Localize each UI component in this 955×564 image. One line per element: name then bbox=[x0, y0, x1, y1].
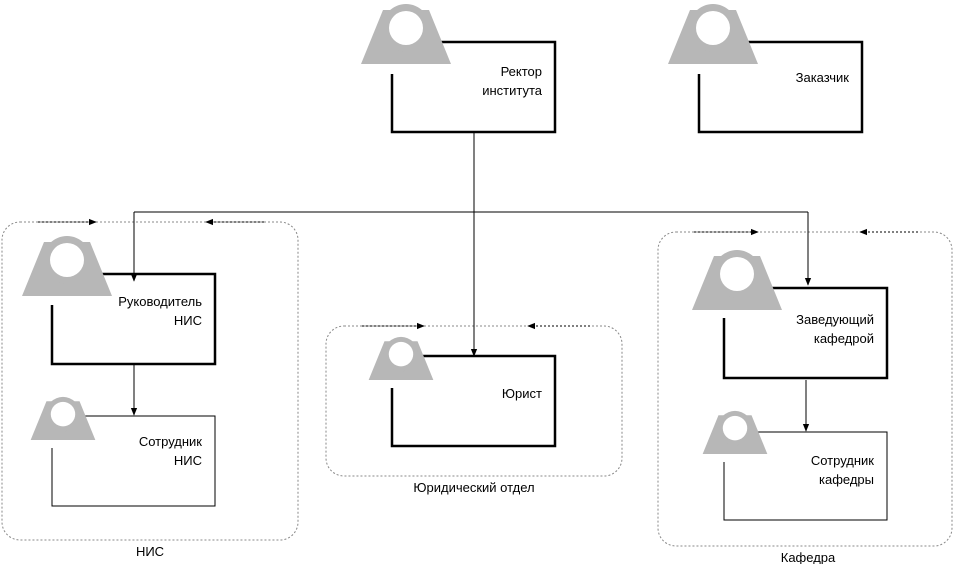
group-department: Кафедра bbox=[657, 228, 953, 564]
group-label-nis: НИС bbox=[136, 544, 164, 559]
node-nis-head: Руководитель НИС bbox=[22, 236, 217, 366]
connectors bbox=[130, 132, 812, 432]
node-dept-staff: Сотрудник кафедры bbox=[702, 410, 888, 521]
person-icon bbox=[30, 396, 96, 440]
node-label-customer: Заказчик bbox=[796, 70, 850, 85]
node-label-rector-1: Ректор bbox=[501, 64, 542, 79]
node-rector: Ректор института bbox=[361, 4, 557, 134]
person-icon bbox=[668, 4, 758, 64]
node-label-dept-head-1: Заведующий bbox=[796, 312, 874, 327]
node-label-lawyer: Юрист bbox=[502, 386, 542, 401]
node-label-nis-staff-1: Сотрудник bbox=[139, 434, 202, 449]
group-label-legal: Юридический отдел bbox=[413, 480, 534, 495]
node-label-rector-2: института bbox=[482, 83, 543, 98]
node-label-dept-head-2: кафедрой bbox=[814, 331, 874, 346]
node-label-nis-head-1: Руководитель bbox=[118, 294, 202, 309]
person-icon bbox=[22, 236, 112, 296]
group-nis: НИС bbox=[1, 218, 299, 559]
person-icon bbox=[702, 410, 768, 454]
person-icon bbox=[692, 250, 782, 310]
node-label-nis-staff-2: НИС bbox=[174, 453, 202, 468]
node-dept-head: Заведующий кафедрой bbox=[692, 250, 889, 380]
person-icon bbox=[368, 336, 434, 380]
node-label-nis-head-2: НИС bbox=[174, 313, 202, 328]
group-label-department: Кафедра bbox=[781, 550, 836, 564]
node-customer: Заказчик bbox=[668, 4, 864, 134]
node-label-dept-staff-2: кафедры bbox=[819, 472, 874, 487]
node-nis-staff: Сотрудник НИС bbox=[30, 396, 216, 507]
node-lawyer: Юрист bbox=[368, 336, 557, 448]
person-icon bbox=[361, 4, 451, 64]
node-label-dept-staff-1: Сотрудник bbox=[811, 453, 874, 468]
